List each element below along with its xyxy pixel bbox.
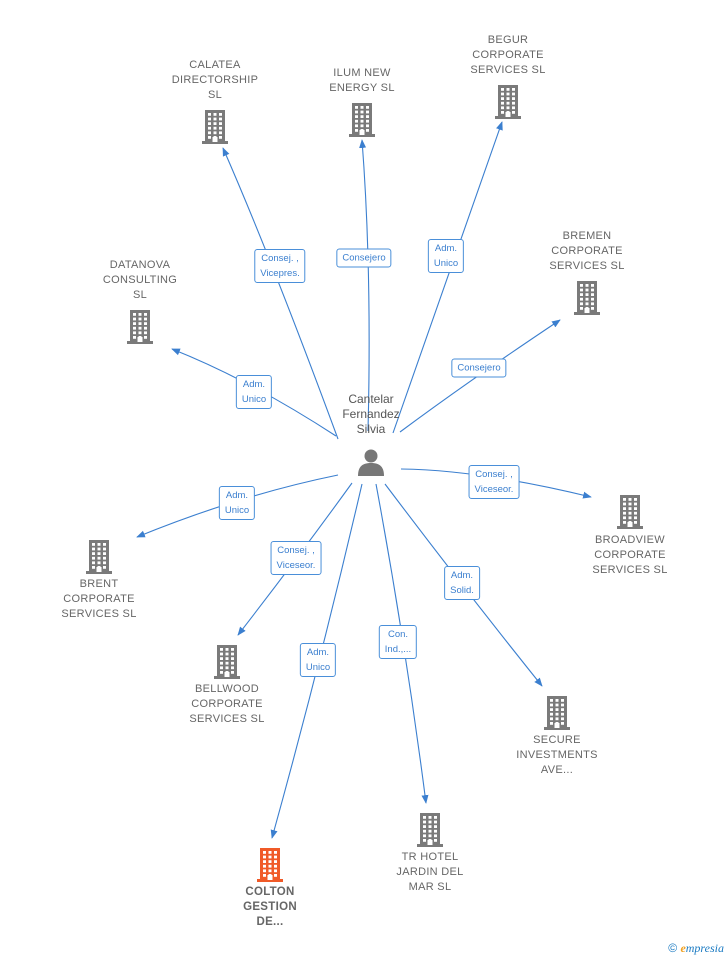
company-label-line: SECURE <box>533 734 581 746</box>
edge-label-line: Viceseor. <box>474 484 514 495</box>
building-icon[interactable] <box>494 83 522 124</box>
building-icon[interactable] <box>256 846 284 887</box>
edge-label-line: Adm. <box>450 570 474 581</box>
company-label-line: SERVICES SL <box>592 564 668 576</box>
building-icon[interactable] <box>126 308 154 349</box>
company-label-line: SERVICES SL <box>549 260 625 272</box>
building-icon[interactable] <box>573 279 601 320</box>
company-label-line: SL <box>132 289 148 301</box>
edge-label-line: Adm. <box>225 490 249 501</box>
edge-label-line: Unico <box>241 394 267 405</box>
company-label-trhotel[interactable]: TR HOTEL JARDIN DEL MAR SL <box>396 850 463 895</box>
company-label-line: MAR SL <box>408 881 452 893</box>
edge-label-bellwood[interactable]: Consej. , Viceseor. <box>270 541 322 575</box>
edge-label-colton[interactable]: Adm. Unico <box>299 643 337 677</box>
edge-label-line: Viceseor. <box>276 560 316 571</box>
edge-label-line: Adm. <box>242 379 266 390</box>
edge-label-datanova[interactable]: Adm. Unico <box>235 375 273 409</box>
company-label-line: CORPORATE <box>594 549 666 561</box>
edge-label-line: Vicepres. <box>260 268 300 279</box>
company-label-line: CORPORATE <box>63 593 135 605</box>
company-label-line: DATANOVA <box>109 259 171 271</box>
edge-label-line: Solid. <box>450 585 474 596</box>
company-label-line: TR HOTEL <box>401 851 459 863</box>
company-label-colton[interactable]: COLTON GESTION DE... <box>243 885 297 930</box>
edge-label-line: Consejero <box>342 252 386 264</box>
edge-label-line: Ind.,... <box>384 644 412 655</box>
person-label-line: Silvia <box>356 422 386 436</box>
edge-label-line: Unico <box>224 505 250 516</box>
company-label-line: GESTION <box>243 901 297 913</box>
company-label-line: AVE... <box>540 764 574 776</box>
company-label-line: BEGUR <box>487 34 529 46</box>
building-icon[interactable] <box>616 493 644 534</box>
person-label-line: Fernandez <box>342 407 400 421</box>
company-label-line: BELLWOOD <box>195 683 259 695</box>
building-icon[interactable] <box>85 538 113 579</box>
edge-label-line: Adm. <box>306 647 330 658</box>
edge-label-bremen[interactable]: Consejero <box>451 358 507 378</box>
building-icon[interactable] <box>213 643 241 684</box>
company-label-brent[interactable]: BRENT CORPORATE SERVICES SL <box>61 577 136 622</box>
company-label-datanova[interactable]: DATANOVA CONSULTING SL <box>103 258 177 303</box>
edge-label-line: Con. <box>387 629 409 640</box>
company-label-line: CORPORATE <box>551 245 623 257</box>
company-label-line: SERVICES SL <box>61 608 137 620</box>
company-label-line: CORPORATE <box>472 49 544 61</box>
company-label-bremen[interactable]: BREMEN CORPORATE SERVICES SL <box>549 229 624 274</box>
person-label-line: Cantelar <box>348 392 394 406</box>
company-label-line: SL <box>207 89 223 101</box>
company-label-line: BROADVIEW <box>595 534 665 546</box>
edge-label-ilum[interactable]: Consejero <box>336 248 392 268</box>
building-icon[interactable] <box>201 108 229 149</box>
edge-label-line: Consej. , <box>277 545 315 556</box>
company-label-line: BRENT <box>79 578 119 590</box>
company-label-line: SERVICES SL <box>189 713 265 725</box>
company-label-ilum[interactable]: ILUM NEW ENERGY SL <box>329 66 394 96</box>
company-label-calatea[interactable]: CALATEA DIRECTORSHIP SL <box>172 58 259 103</box>
edge-label-line: Consej. , <box>261 253 299 264</box>
copyright-symbol: © <box>668 941 678 955</box>
edge-line-bremen <box>399 319 561 433</box>
company-label-line: DE... <box>256 916 284 928</box>
company-label-begur[interactable]: BEGUR CORPORATE SERVICES SL <box>470 33 545 78</box>
brand-logo-e: e <box>680 941 686 955</box>
edge-label-trhotel[interactable]: Con. Ind.,... <box>378 625 418 659</box>
edge-label-begur[interactable]: Adm. Unico <box>427 239 465 273</box>
company-label-secure[interactable]: SECURE INVESTMENTS AVE... <box>516 733 598 778</box>
edge-line-begur <box>392 121 503 434</box>
person-icon[interactable] <box>357 448 385 481</box>
building-icon[interactable] <box>543 694 571 735</box>
company-label-line: CORPORATE <box>191 698 263 710</box>
edge-label-line: Unico <box>433 258 459 269</box>
edge-label-line: Adm. <box>434 243 458 254</box>
company-label-line: ILUM NEW <box>333 67 391 79</box>
edge-line-ilum <box>359 139 370 432</box>
company-label-line: SERVICES SL <box>470 64 546 76</box>
company-label-line: INVESTMENTS <box>516 749 598 761</box>
footer-brand: © empresia <box>668 941 724 956</box>
company-label-broadview[interactable]: BROADVIEW CORPORATE SERVICES SL <box>592 533 667 578</box>
building-icon[interactable] <box>416 811 444 852</box>
company-label-line: JARDIN DEL <box>396 866 464 878</box>
company-label-line: CONSULTING <box>102 274 178 286</box>
edge-label-broadview[interactable]: Consej. , Viceseor. <box>468 465 520 499</box>
company-label-line: CALATEA <box>189 59 241 71</box>
company-label-line: ENERGY SL <box>329 82 395 94</box>
company-label-line: DIRECTORSHIP <box>171 74 259 86</box>
edge-label-brent[interactable]: Adm. Unico <box>218 486 256 520</box>
edge-label-line: Consej. , <box>475 469 513 480</box>
edge-label-calatea[interactable]: Consej. , Vicepres. <box>254 249 306 283</box>
edge-label-line: Unico <box>305 662 331 673</box>
company-label-bellwood[interactable]: BELLWOOD CORPORATE SERVICES SL <box>189 682 264 727</box>
building-icon[interactable] <box>348 101 376 142</box>
company-label-line: COLTON <box>245 886 295 898</box>
edge-label-secure[interactable]: Adm. Solid. <box>444 566 480 600</box>
edge-label-line: Consejero <box>457 362 501 374</box>
brand-name: mpresia <box>685 941 724 955</box>
company-label-line: BREMEN <box>562 230 612 242</box>
